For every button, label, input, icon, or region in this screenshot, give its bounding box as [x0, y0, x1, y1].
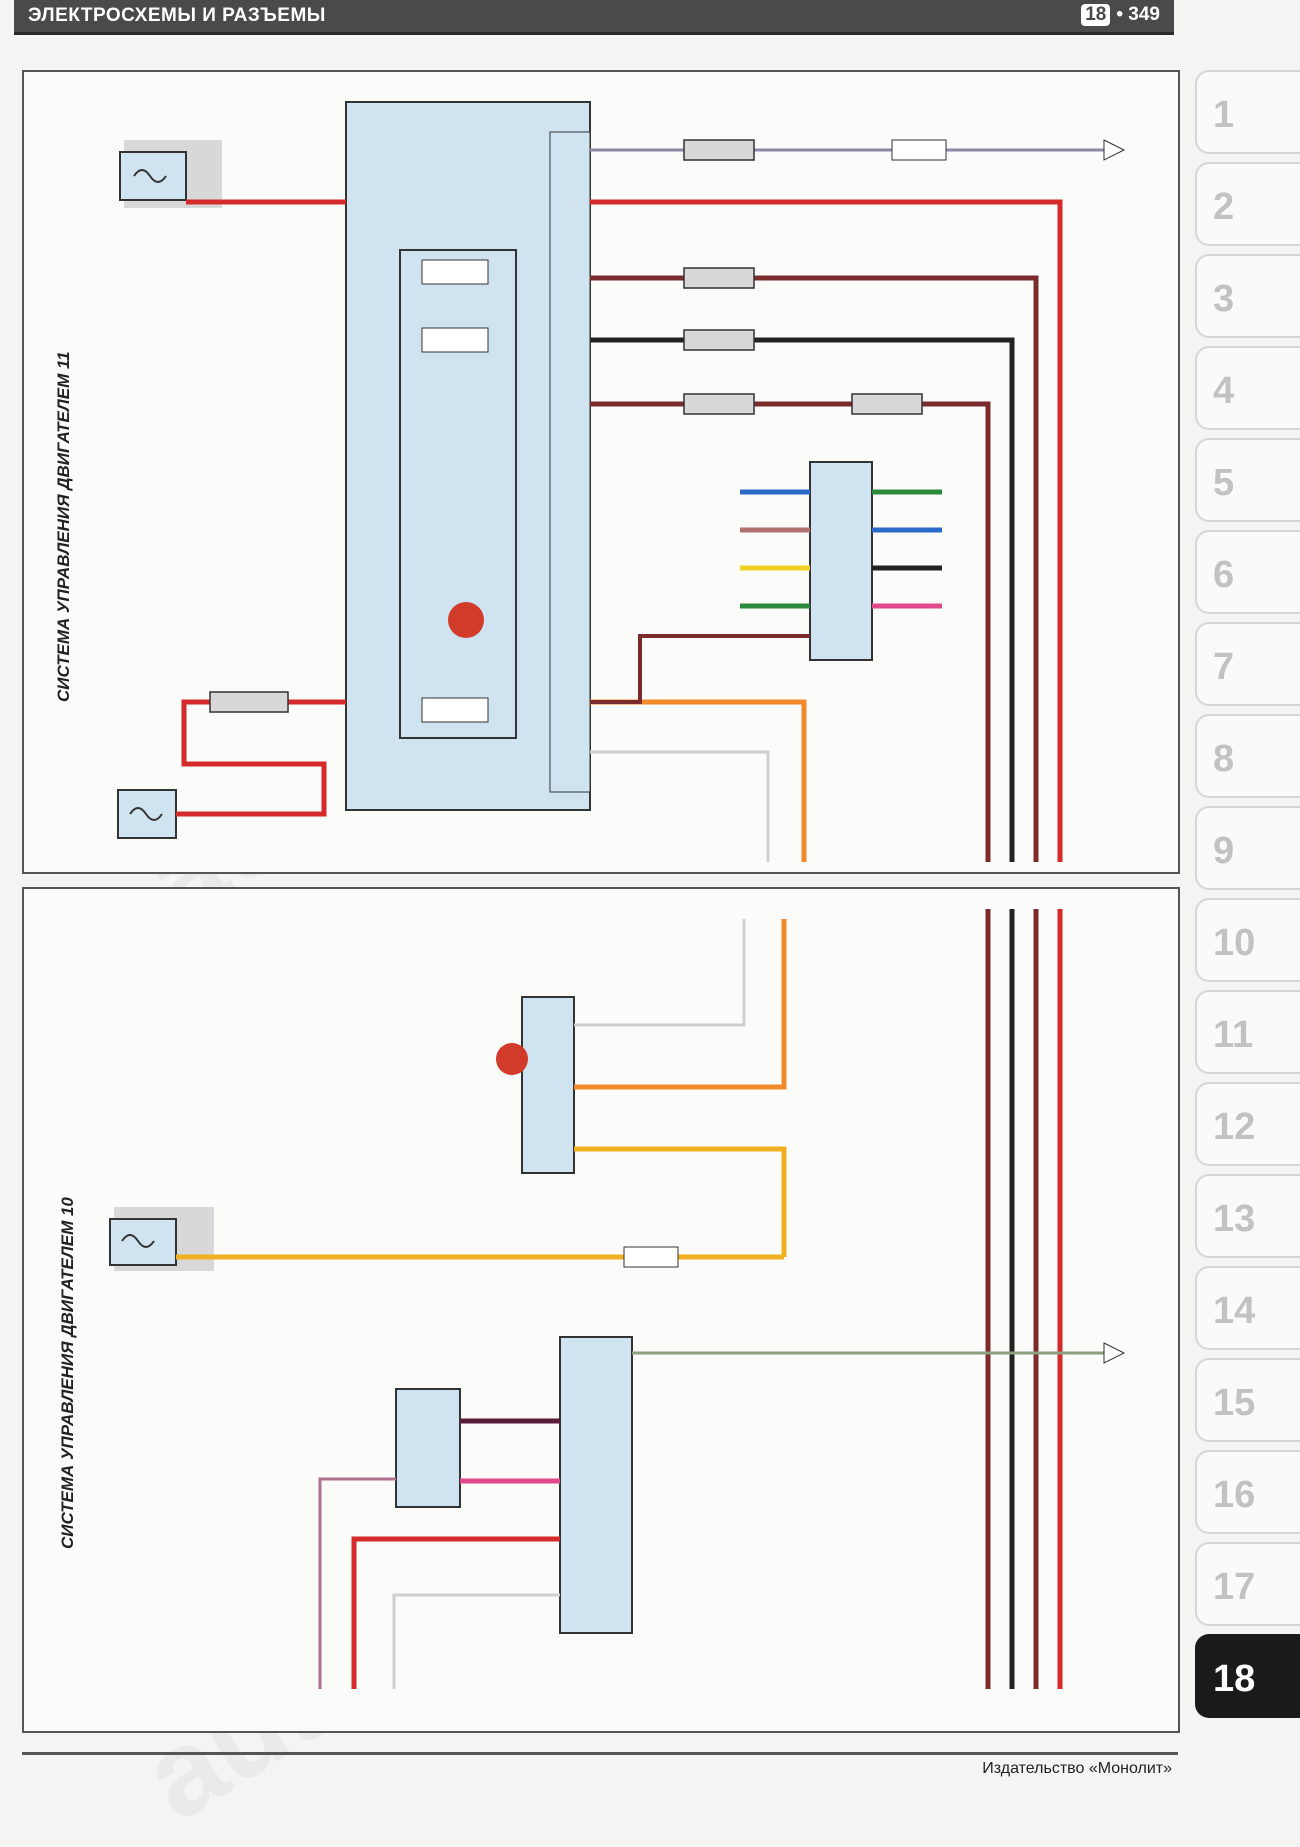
- component-marker: [448, 602, 484, 638]
- chapter-tabs: 1 2 3 4 5 6 7 8 9 10 11 12 13 14 15 16 1…: [1195, 70, 1300, 1726]
- chapter-tab[interactable]: 4: [1195, 346, 1300, 430]
- chapter-tab[interactable]: 1: [1195, 70, 1300, 154]
- page-header: ЭЛЕКТРОСХЕМЫ И РАЗЪЕМЫ 18• 349: [14, 0, 1174, 35]
- diagram-engine-control-10: СИСТЕМА УПРАВЛЕНИЯ ДВИГАТЕЛЕМ 10: [22, 887, 1180, 1733]
- chapter-tab[interactable]: 11: [1195, 990, 1300, 1074]
- chapter-tab[interactable]: 6: [1195, 530, 1300, 614]
- wiring-diagram-10: [109, 909, 1126, 1689]
- diagram-engine-control-11: СИСТЕМА УПРАВЛЕНИЯ ДВИГАТЕЛЕМ 11: [22, 70, 1180, 874]
- chapter-tab[interactable]: 8: [1195, 714, 1300, 798]
- footer-divider: [22, 1752, 1178, 1755]
- chapter-tab[interactable]: 16: [1195, 1450, 1300, 1534]
- chapter-tab[interactable]: 10: [1195, 898, 1300, 982]
- chapter-tab-active[interactable]: 18: [1195, 1634, 1300, 1718]
- chapter-tab[interactable]: 13: [1195, 1174, 1300, 1258]
- section-title: ЭЛЕКТРОСХЕМЫ И РАЗЪЕМЫ: [28, 5, 326, 26]
- chapter-tab[interactable]: 3: [1195, 254, 1300, 338]
- chapter-tab[interactable]: 12: [1195, 1082, 1300, 1166]
- chapter-tab[interactable]: 9: [1195, 806, 1300, 890]
- chapter-tab[interactable]: 15: [1195, 1358, 1300, 1442]
- wiring-diagram-11: [117, 101, 1126, 862]
- page-number: 18• 349: [1081, 4, 1160, 26]
- chapter-tab[interactable]: 17: [1195, 1542, 1300, 1626]
- chapter-tab[interactable]: 7: [1195, 622, 1300, 706]
- chapter-tab[interactable]: 14: [1195, 1266, 1300, 1350]
- publisher-label: Издательство «Монолит»: [982, 1760, 1172, 1777]
- page-label: 349: [1128, 4, 1160, 25]
- chapter-badge: 18: [1081, 4, 1111, 26]
- chapter-tab[interactable]: 2: [1195, 162, 1300, 246]
- chapter-tab[interactable]: 5: [1195, 438, 1300, 522]
